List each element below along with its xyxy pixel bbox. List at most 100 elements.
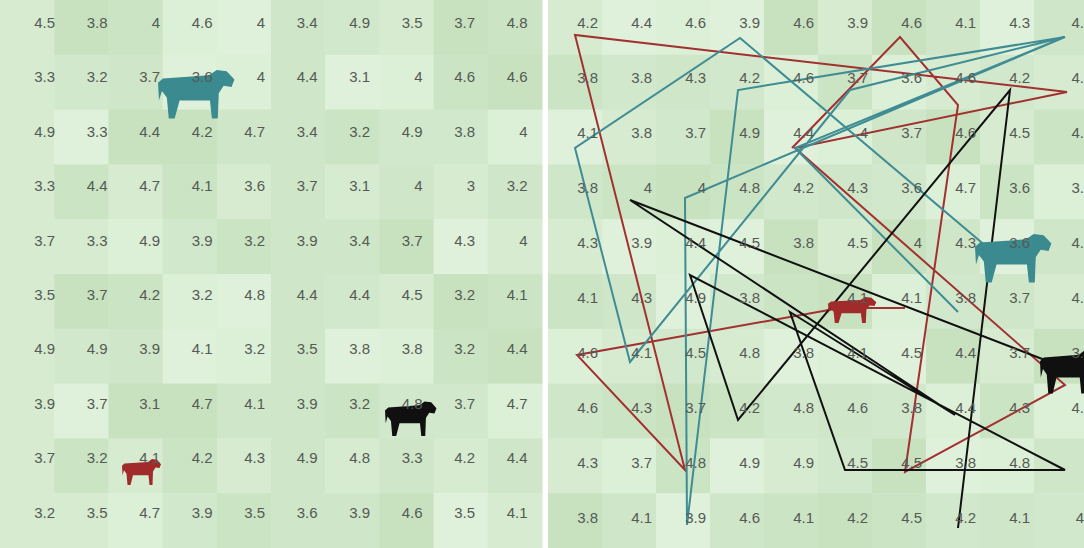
grass-value: 4. bbox=[1071, 14, 1084, 32]
grass-value: 3.7 bbox=[402, 232, 423, 250]
grass-tile bbox=[818, 493, 873, 548]
grass-tile bbox=[325, 329, 380, 384]
grass-value: 4.1 bbox=[507, 504, 528, 522]
grass-tile bbox=[108, 55, 163, 110]
grass-tile bbox=[548, 384, 603, 439]
grass-tile bbox=[548, 55, 603, 110]
grass-value: 3.8 bbox=[955, 454, 976, 472]
grass-value: 4.4 bbox=[685, 234, 706, 252]
grass-tile bbox=[488, 274, 543, 329]
grass-tile bbox=[163, 493, 218, 548]
grass-value: 4.4 bbox=[87, 177, 108, 195]
grass-value: 3.9 bbox=[631, 234, 652, 252]
grass-tile bbox=[54, 0, 109, 55]
grass-value: 3.2 bbox=[192, 286, 213, 304]
grass-value: 3.7 bbox=[1009, 289, 1030, 307]
grass-tile bbox=[926, 0, 981, 55]
grass-value: 4. bbox=[1071, 289, 1084, 307]
grass-tile bbox=[548, 329, 603, 384]
grass-value: 4.8 bbox=[349, 449, 370, 467]
grass-tile bbox=[325, 493, 380, 548]
grass-tile bbox=[710, 110, 765, 165]
grass-tile bbox=[602, 55, 657, 110]
grass-value: 4.7 bbox=[192, 395, 213, 413]
grass-value: 4.4 bbox=[955, 344, 976, 362]
grass-tile bbox=[163, 219, 218, 274]
grass-value: 3.8 bbox=[631, 124, 652, 142]
grass-tile bbox=[764, 164, 819, 219]
grass-tile bbox=[818, 384, 873, 439]
grass-value: 4.3 bbox=[847, 179, 868, 197]
grass-tile bbox=[434, 329, 489, 384]
grass-value: 4.1 bbox=[244, 395, 265, 413]
grass-value: 4.8 bbox=[244, 286, 265, 304]
grass-value: 4.4 bbox=[139, 123, 160, 141]
grass-tile bbox=[710, 329, 765, 384]
grass-tile bbox=[379, 110, 434, 165]
grass-value: 3.8 bbox=[901, 399, 922, 417]
grass-tile bbox=[0, 493, 55, 548]
grass-value: 4.3 bbox=[685, 69, 706, 87]
grass-value: 3.9 bbox=[685, 509, 706, 527]
grass-tile bbox=[0, 55, 55, 110]
grass-tile bbox=[710, 438, 765, 493]
grass-value: 4. bbox=[1071, 234, 1084, 252]
grass-tile bbox=[325, 274, 380, 329]
grass-tile bbox=[108, 110, 163, 165]
grass-value: 4.7 bbox=[139, 504, 160, 522]
grass-value: 4.6 bbox=[685, 14, 706, 32]
grass-tile bbox=[548, 0, 603, 55]
grass-tile bbox=[379, 219, 434, 274]
grass-value: 3.2 bbox=[507, 177, 528, 195]
grass-value: 3.8 bbox=[577, 179, 598, 197]
grass-tile bbox=[271, 329, 326, 384]
grass-value: 4.6 bbox=[577, 344, 598, 362]
grass-tile bbox=[710, 164, 765, 219]
grass-tile bbox=[271, 274, 326, 329]
grass-value: 3.6 bbox=[192, 68, 213, 86]
grass-value: 3.4 bbox=[349, 232, 370, 250]
grass-value: 4.4 bbox=[297, 286, 318, 304]
grass-value: 4 bbox=[519, 123, 527, 141]
grass-value: 4.9 bbox=[34, 340, 55, 358]
grass-value: 4.5 bbox=[402, 286, 423, 304]
grass-value: 4.1 bbox=[847, 344, 868, 362]
grass-tile bbox=[379, 329, 434, 384]
grass-value: 4.6 bbox=[192, 14, 213, 32]
grass-tile bbox=[548, 493, 603, 548]
grass-value: 4.1 bbox=[577, 289, 598, 307]
grass-tile bbox=[872, 274, 927, 329]
grass-value: 3.6 bbox=[244, 177, 265, 195]
grass-value: 4.3 bbox=[1009, 14, 1030, 32]
grass-value: 4.6 bbox=[739, 509, 760, 527]
grass-tile bbox=[54, 55, 109, 110]
grass-tile bbox=[710, 274, 765, 329]
grass-value: 4.7 bbox=[139, 177, 160, 195]
grass-value: 3.2 bbox=[244, 340, 265, 358]
grass-value: 4.2 bbox=[739, 69, 760, 87]
grass-tile bbox=[656, 329, 711, 384]
grass-value: 3.3 bbox=[87, 232, 108, 250]
grass-tile bbox=[818, 438, 873, 493]
grass-value: 4. bbox=[1071, 124, 1084, 142]
grass-value: 4.5 bbox=[847, 234, 868, 252]
teal-cow bbox=[975, 234, 1051, 282]
grass-value: 3.6 bbox=[901, 179, 922, 197]
grass-tile bbox=[764, 0, 819, 55]
grass-value: 4.5 bbox=[901, 509, 922, 527]
grass-tile bbox=[764, 219, 819, 274]
grass-value: 3.7 bbox=[685, 399, 706, 417]
grass-value: 3.7 bbox=[1009, 344, 1030, 362]
grass-value: 4.3 bbox=[955, 234, 976, 252]
grass-tile bbox=[872, 0, 927, 55]
grass-value: 4.4 bbox=[955, 399, 976, 417]
grass-value: 3.9 bbox=[192, 232, 213, 250]
grass-value: 3.9 bbox=[739, 14, 760, 32]
grass-value: 4.8 bbox=[793, 399, 814, 417]
grass-value: 4.8 bbox=[739, 344, 760, 362]
grass-value: 4.9 bbox=[139, 232, 160, 250]
grass-value: 4.6 bbox=[955, 69, 976, 87]
grass-value: 4.3 bbox=[454, 232, 475, 250]
grass-value: 3.2 bbox=[454, 340, 475, 358]
grass-tile bbox=[0, 164, 55, 219]
